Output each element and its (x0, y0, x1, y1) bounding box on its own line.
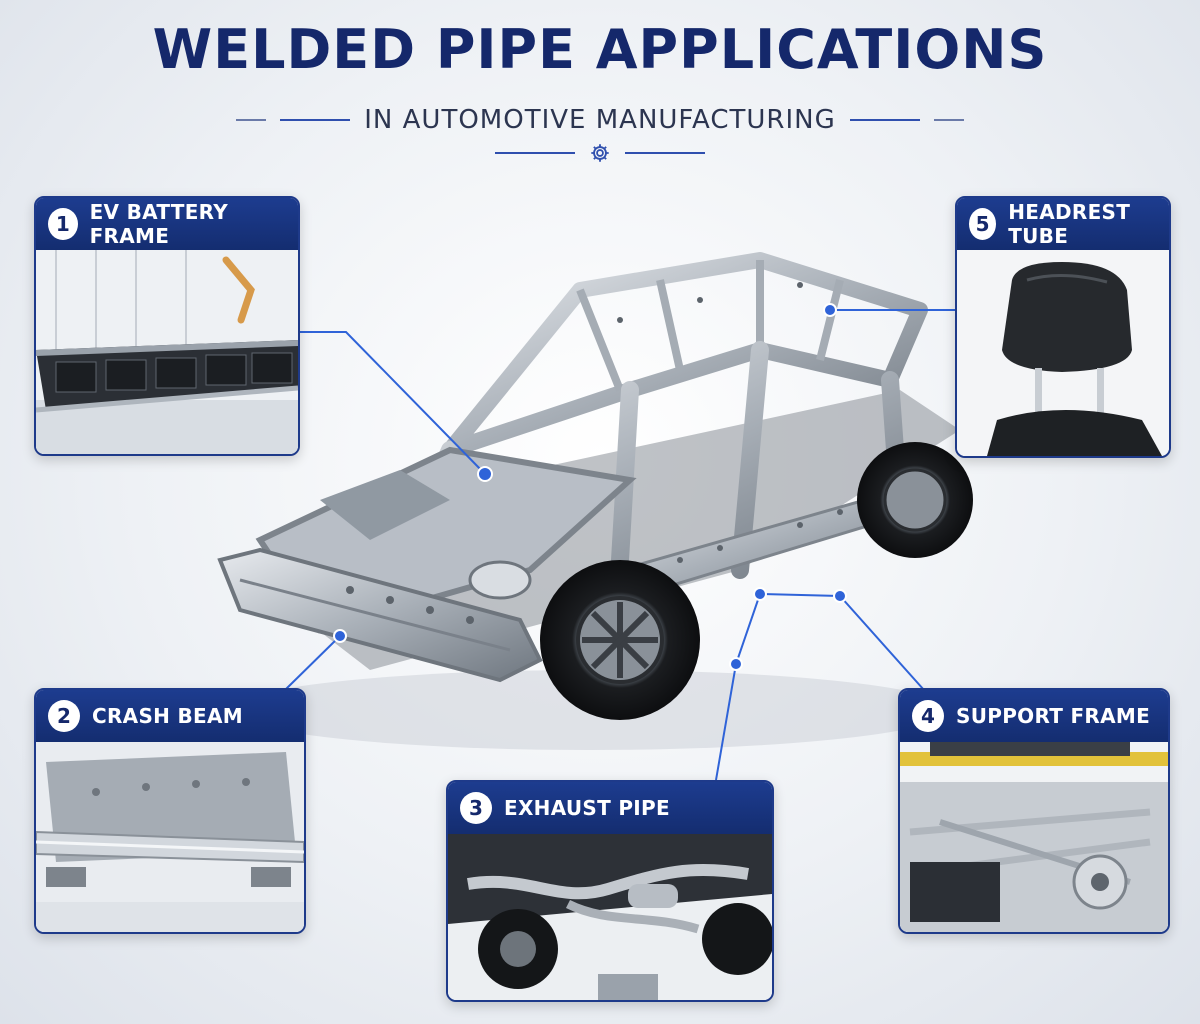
card-header: 2 CRASH BEAM (36, 690, 304, 742)
divider (849, 119, 920, 121)
headrest-photo (957, 250, 1169, 456)
car-chassis-illustration (217, 252, 973, 750)
card-headrest-tube: 5 HEADREST TUBE (955, 196, 1171, 458)
card-header: 1 EV BATTERY FRAME (36, 198, 298, 250)
support-frame-photo (900, 742, 1168, 932)
card-exhaust-pipe: 3 EXHAUST PIPE (446, 780, 774, 1002)
divider (625, 152, 705, 154)
divider (280, 119, 351, 121)
card-number: 2 (48, 700, 80, 732)
card-title: EXHAUST PIPE (504, 796, 670, 820)
card-header: 3 EXHAUST PIPE (448, 782, 772, 834)
card-number: 5 (969, 208, 997, 240)
card-crash-beam: 2 CRASH BEAM (34, 688, 306, 934)
crash-beam-photo (36, 742, 304, 932)
card-title: CRASH BEAM (92, 704, 243, 728)
page-subtitle: IN AUTOMOTIVE MANUFACTURING (364, 105, 836, 135)
card-number: 1 (48, 208, 78, 240)
card-number: 4 (912, 700, 944, 732)
divider (236, 119, 267, 121)
subtitle-row: IN AUTOMOTIVE MANUFACTURING (0, 100, 1200, 140)
divider (933, 119, 964, 121)
card-ev-battery-frame: 1 EV BATTERY FRAME (34, 196, 300, 456)
card-header: 5 HEADREST TUBE (957, 198, 1169, 250)
gear-divider (0, 140, 1200, 166)
card-number: 3 (460, 792, 492, 824)
page-title: WELDED PIPE APPLICATIONS (152, 18, 1048, 81)
card-title: SUPPORT FRAME (956, 704, 1151, 728)
card-title: EV BATTERY FRAME (89, 200, 229, 248)
exhaust-pipe-photo (448, 834, 772, 1000)
divider (495, 152, 575, 154)
battery-frame-photo (36, 250, 298, 454)
card-support-frame: 4 SUPPORT FRAME (898, 688, 1170, 934)
card-header: 4 SUPPORT FRAME (900, 690, 1168, 742)
gear-icon (591, 144, 609, 162)
card-title: HEADREST TUBE (1008, 200, 1131, 248)
